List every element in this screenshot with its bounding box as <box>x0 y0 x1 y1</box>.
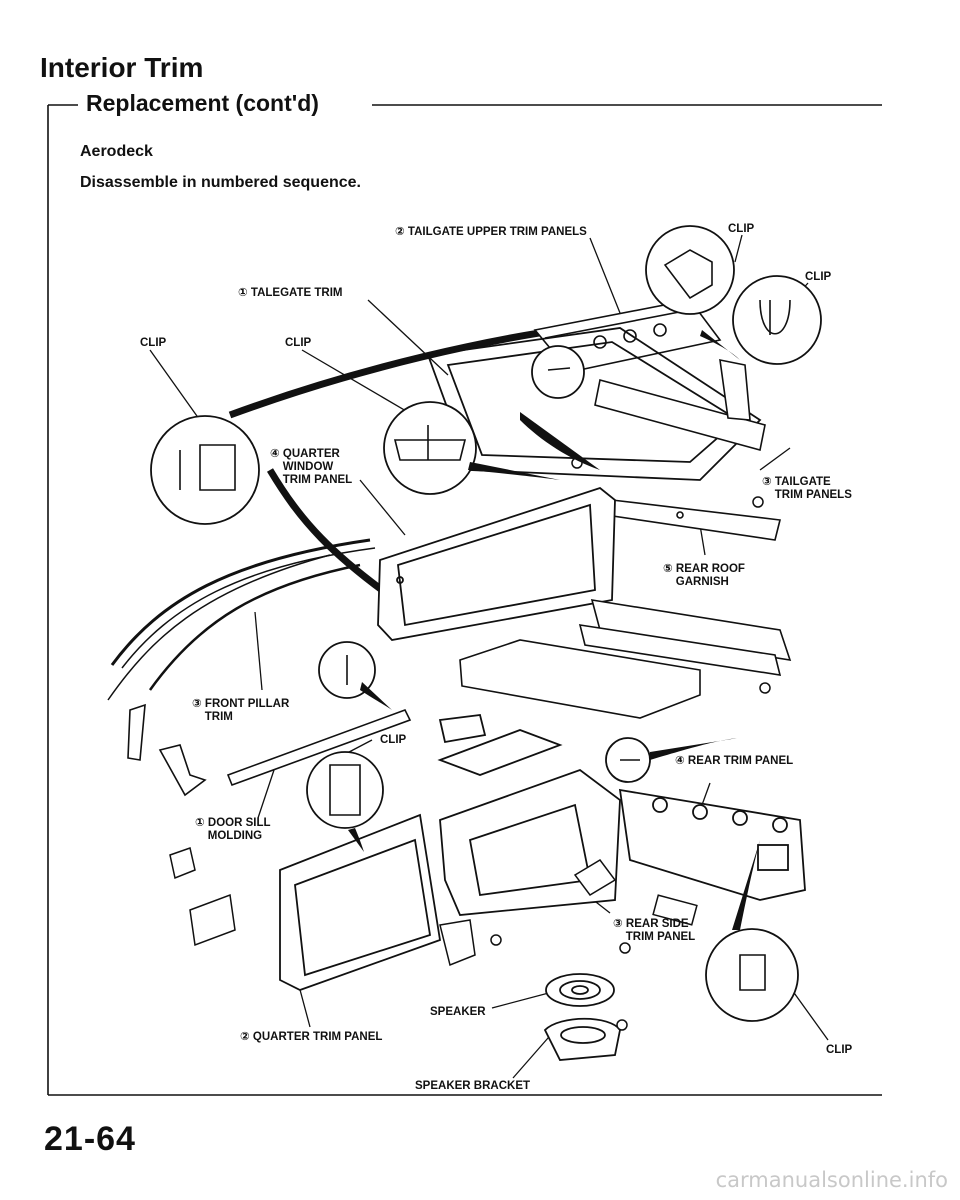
speaker-bracket <box>543 1017 621 1061</box>
page-frame <box>47 104 882 1096</box>
rear-trim-panel <box>618 788 806 901</box>
label-rear-roof-garnish: ⑤ REAR ROOF GARNISH <box>663 563 745 588</box>
label-clip-top-2: CLIP <box>805 271 832 283</box>
detail-clip-top-2 <box>732 275 822 365</box>
label-clip-mid: CLIP <box>380 734 407 746</box>
front-pillar-door-sill <box>127 563 412 797</box>
label-talegate-trim: ① TALEGATE TRIM <box>238 287 343 299</box>
label-tailgate-trim-panels: ③ TAILGATE TRIM PANELS <box>762 476 852 501</box>
label-clip-bottom: CLIP <box>826 1044 853 1056</box>
page-number: 21-64 <box>44 1120 136 1158</box>
label-clip-top-1: CLIP <box>728 223 755 235</box>
label-quarter-window-trim-panel: ④ QUARTER WINDOW TRIM PANEL <box>270 448 353 486</box>
label-speaker-bracket: SPEAKER BRACKET <box>415 1080 531 1092</box>
small-parts <box>169 847 698 967</box>
speaker <box>545 973 615 1007</box>
page-title: Interior Trim <box>40 52 204 83</box>
detail-clip-bottom <box>705 928 799 1022</box>
detail-clip-center <box>383 401 477 495</box>
rear-side-trim-panel <box>437 714 621 916</box>
detail-clip-top-1 <box>645 225 735 315</box>
instruction-text: Disassemble in numbered sequence. <box>80 174 361 191</box>
quarter-trim-panel <box>279 813 442 991</box>
pointer-wedges <box>348 330 760 930</box>
quarter-window-trim-panel <box>377 486 616 641</box>
label-rear-trim-panel: ④ REAR TRIM PANEL <box>675 755 794 767</box>
watermark-url: carmanualsonline.info <box>715 1168 948 1192</box>
label-clip-left: CLIP <box>140 337 167 349</box>
label-front-pillar-trim: ③ FRONT PILLAR TRIM <box>192 698 290 723</box>
detail-clip-mid <box>306 751 384 829</box>
label-tailgate-upper-trim-panels: ② TAILGATE UPPER TRIM PANELS <box>395 226 587 238</box>
detail-sketches <box>179 249 791 991</box>
label-speaker: SPEAKER <box>430 1006 486 1018</box>
detail-screw-1 <box>531 345 585 399</box>
tailgate-side-trim-panels <box>594 358 766 451</box>
label-rear-side-trim-panel: ③ REAR SIDE TRIM PANEL <box>613 918 696 943</box>
detail-clip-left <box>150 415 260 525</box>
label-quarter-trim-panel: ② QUARTER TRIM PANEL <box>240 1031 383 1043</box>
label-clip-center: CLIP <box>285 337 312 349</box>
cargo-shelf-panels <box>459 599 792 719</box>
model-subtitle: Aerodeck <box>80 143 153 160</box>
label-door-sill-molding: ① DOOR SILL MOLDING <box>195 817 271 842</box>
section-title: Replacement (cont'd) <box>86 90 325 117</box>
